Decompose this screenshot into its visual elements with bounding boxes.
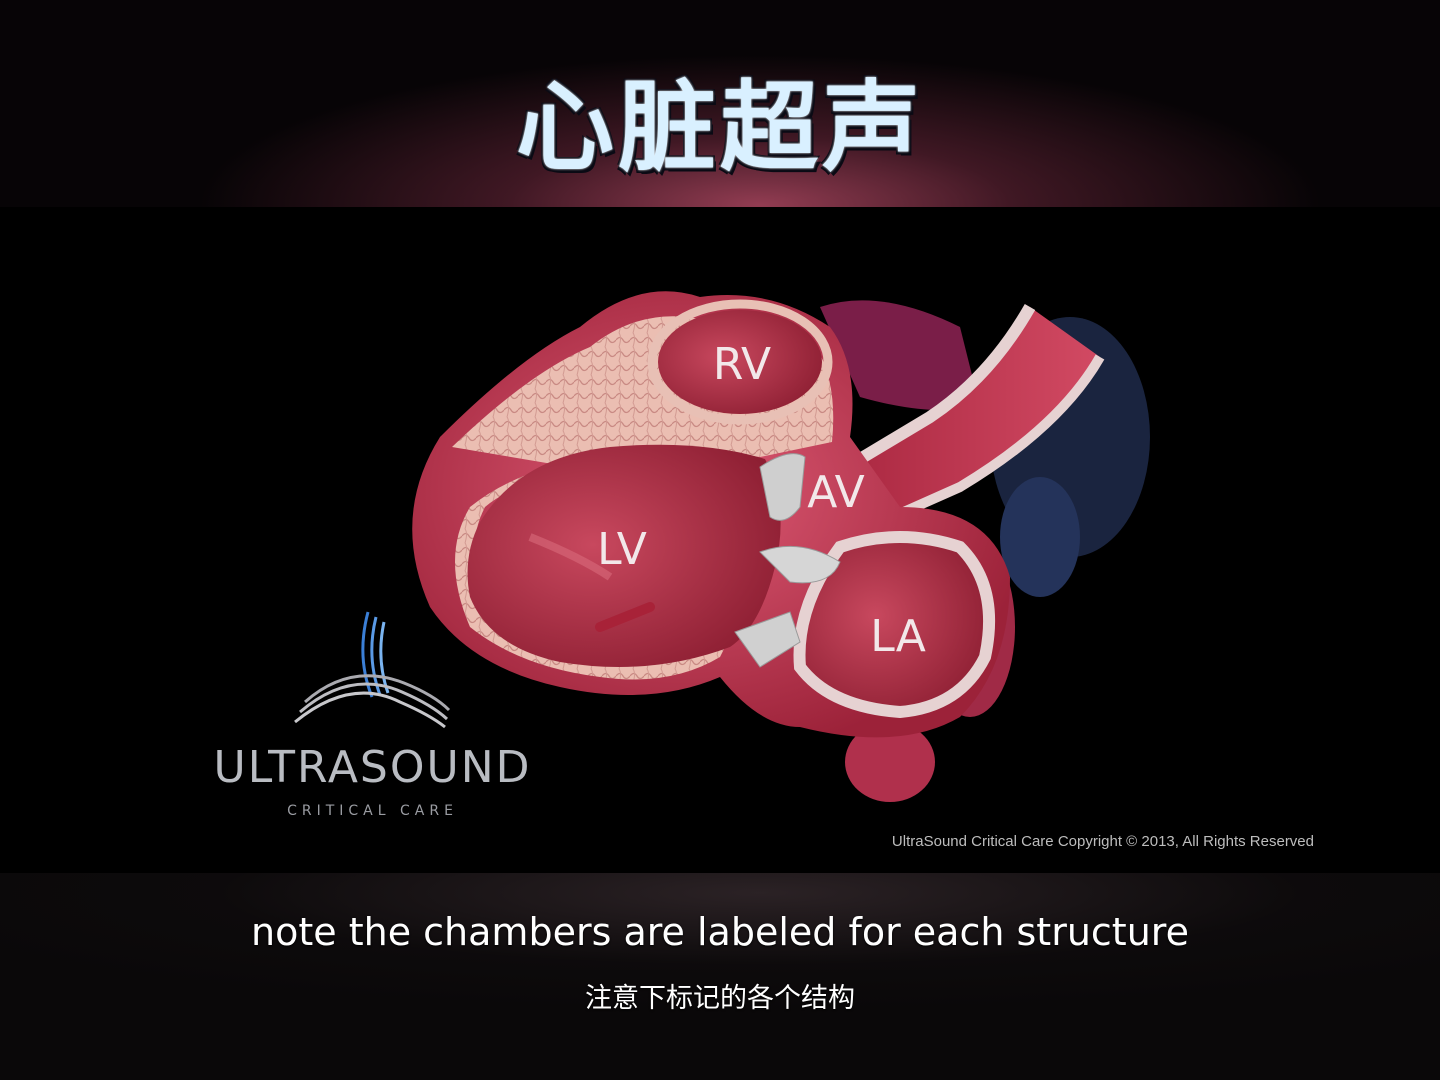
page-title: 心脏超声	[515, 71, 924, 185]
left-atrium-cavity	[793, 531, 996, 719]
caption-english: note the chambers are labeled for each s…	[251, 910, 1189, 954]
right-ventricle-cavity	[658, 310, 822, 414]
label-lv: LV	[597, 524, 647, 575]
caption-band	[0, 873, 1440, 1080]
aorta	[826, 304, 1105, 532]
left-ventricle-cavity	[467, 444, 781, 667]
label-la: LA	[870, 611, 926, 662]
mitral-valve-leaflets	[734, 611, 801, 668]
copyright-notice: UltraSound Critical Care Copyright © 201…	[891, 833, 1314, 850]
ultrasound-logo-icon	[294, 611, 451, 729]
label-rv: RV	[713, 339, 771, 390]
logo-wordmark: ULTRASOUND	[213, 742, 532, 793]
top-banner	[0, 0, 1440, 207]
heart-illustration: RV AV LV LA	[294, 291, 1150, 802]
label-av: AV	[807, 467, 864, 518]
video-frame: RV AV LV LA ULTRASOUND CRITICAL CARE Ult…	[0, 207, 1440, 873]
logo-subtitle: CRITICAL CARE	[287, 803, 458, 819]
aortic-valve-leaflets	[759, 453, 841, 584]
caption-chinese: 注意下标记的各个结构	[585, 983, 855, 1014]
